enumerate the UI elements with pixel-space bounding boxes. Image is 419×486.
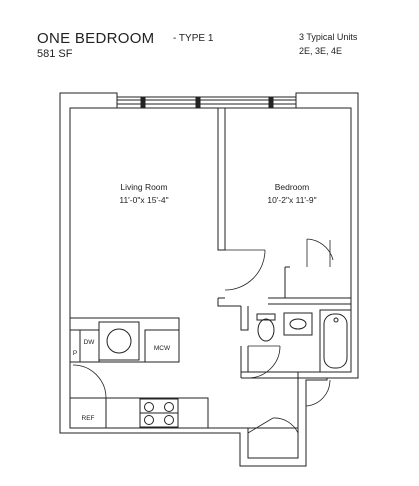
bedroom-label: Bedroom: [275, 182, 310, 192]
sink: [98, 321, 140, 361]
doors: [72, 238, 334, 434]
partition-wall: [217, 108, 226, 251]
bath-wall: [240, 306, 249, 331]
plan-title: ONE BEDROOM: [37, 30, 155, 47]
tub: [319, 309, 352, 373]
kitchen: [69, 317, 209, 429]
units-list: 2E, 3E, 4E: [299, 46, 343, 56]
dishwasher-label: DW: [84, 339, 96, 346]
microwave-box: [144, 329, 180, 363]
exterior-wall-outer: [59, 92, 359, 467]
vanity: [283, 312, 313, 336]
dishwasher-box: [79, 329, 100, 363]
refrigerator-label: REF: [82, 415, 95, 422]
units-count: 3 Typical Units: [299, 32, 358, 42]
bedroom-dims: 10'-2"x 11'-9": [267, 195, 316, 205]
toilet: [257, 318, 275, 342]
plan-type: - TYPE 1: [173, 33, 214, 44]
microwave-label: MCW: [154, 345, 171, 352]
living-room-dims: 11'-0"x 15'-4": [119, 195, 168, 205]
living-room-label: Living Room: [120, 182, 167, 192]
refrigerator-box: [69, 397, 107, 429]
pantry-label: P: [73, 350, 77, 357]
bathroom: [256, 309, 352, 373]
plan-area: 581 SF: [37, 48, 73, 60]
windows: [116, 96, 297, 109]
bedroom-closet: [284, 267, 351, 299]
pantry-box: [69, 329, 81, 363]
